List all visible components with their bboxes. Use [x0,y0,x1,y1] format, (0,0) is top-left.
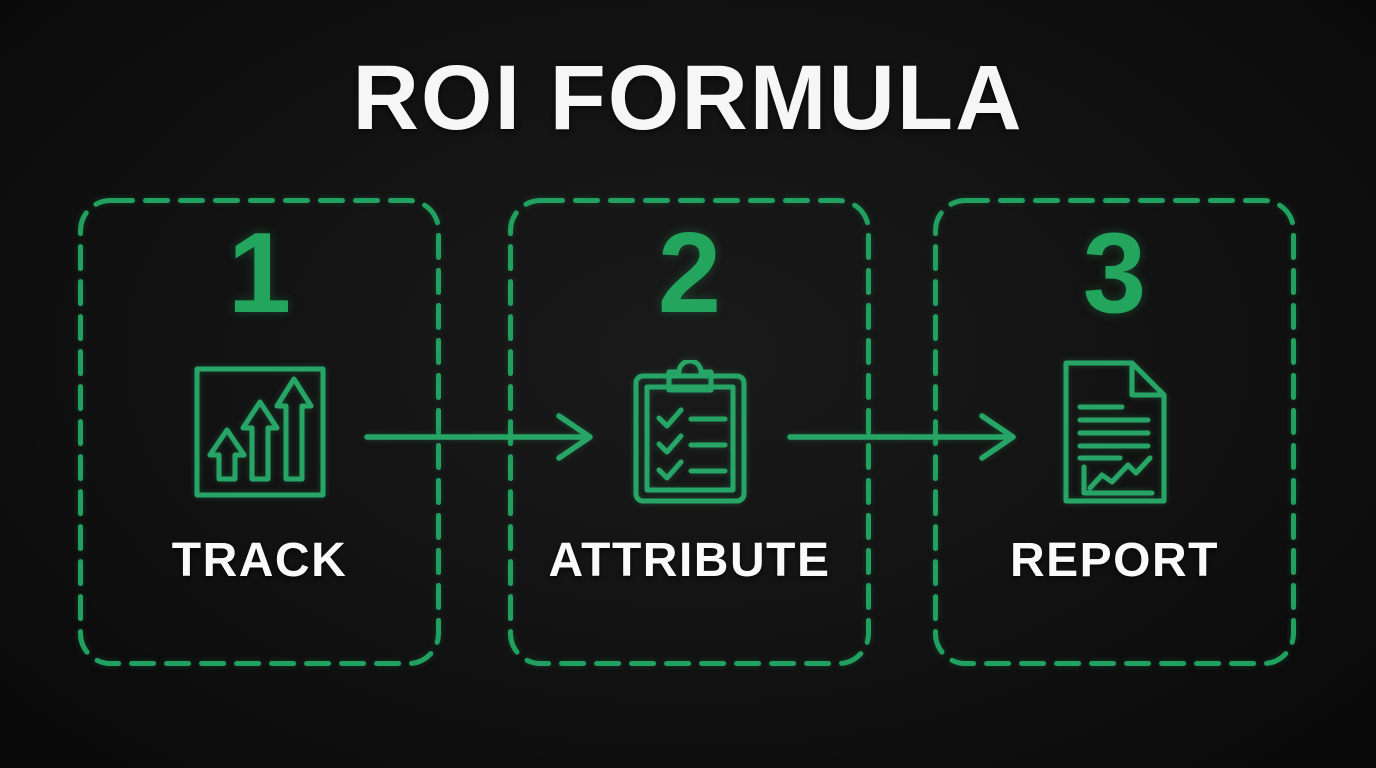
step-label: REPORT [1009,534,1219,587]
step-card-content: 2 ATTRIBUTE [507,197,872,667]
growth-bars-icon [194,359,326,505]
dashed-border [78,198,441,666]
step-label: ATTRIBUTE [548,534,831,587]
flow-arrow-icon [787,413,1016,461]
dashed-border [933,198,1296,666]
step-number: 2 [657,210,722,337]
step-number: 3 [1082,210,1147,337]
step-card-attribute: 2 ATTRIBUTE [507,197,872,667]
step-card-content: 3 REPORT [932,197,1297,667]
flow-arrow-icon [364,413,593,461]
report-document-icon [1060,359,1170,505]
step-label: TRACK [171,534,348,587]
step-card-track: 1 TRACK [77,197,442,667]
step-card-report: 3 REPORT [932,197,1297,667]
diagram-title: ROI FORMULA [352,47,1024,149]
dashed-border [508,198,871,666]
step-number: 1 [227,210,292,337]
step-card-content: 1 TRACK [77,197,442,667]
checklist-clipboard-icon [633,359,747,505]
